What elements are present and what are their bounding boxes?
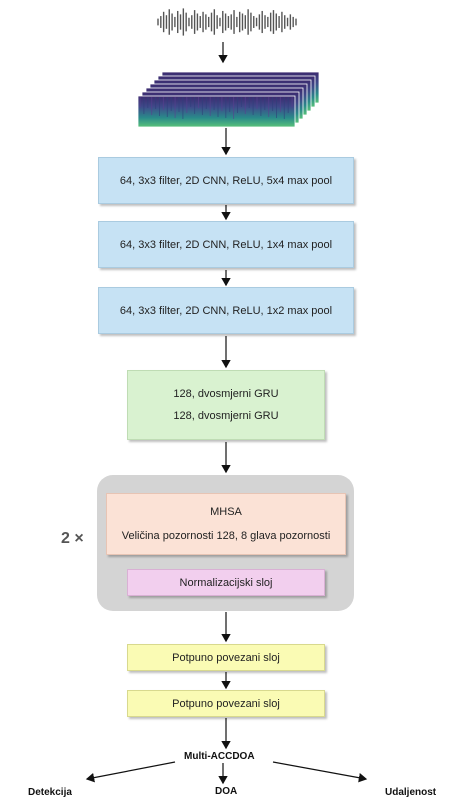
flow-arrows [85, 42, 368, 785]
repeat-count-label: 2 × [61, 530, 84, 547]
flow-arrow [272, 761, 368, 783]
fc-block-1: Potpuno povezani sloj [127, 644, 325, 671]
mhsa-detail: Veličina pozornosti 128, 8 glava pozorno… [121, 530, 331, 542]
mhsa-block: MHSA Veličina pozornosti 128, 8 glava po… [106, 493, 346, 555]
cnn-block-1: 64, 3x3 filter, 2D CNN, ReLU, 5x4 max po… [98, 157, 354, 204]
normalization-block: Normalizacijski sloj [127, 569, 325, 596]
cnn-block-1-label: 64, 3x3 filter, 2D CNN, ReLU, 5x4 max po… [119, 174, 333, 187]
cnn-block-3-label: 64, 3x3 filter, 2D CNN, ReLU, 1x2 max po… [119, 304, 333, 317]
spectrogram-stack-icon [137, 71, 320, 128]
distance-label: Udaljenost [385, 787, 437, 798]
gru-line-1: 128, dvosmjerni GRU [173, 388, 279, 400]
gru-block: 128, dvosmjerni GRU 128, dvosmjerni GRU [127, 370, 325, 440]
gru-line-2: 128, dvosmjerni GRU [173, 410, 279, 422]
multi-accdoa-label: Multi-ACCDOA [184, 751, 255, 762]
audio-waveform-icon [157, 8, 297, 36]
fc-block-2-label: Potpuno povezani sloj [172, 697, 280, 710]
detection-label: Detekcija [28, 787, 72, 798]
mhsa-title: MHSA [210, 506, 242, 518]
cnn-block-3: 64, 3x3 filter, 2D CNN, ReLU, 1x2 max po… [98, 287, 354, 334]
normalization-label: Normalizacijski sloj [179, 576, 273, 589]
fc-block-1-label: Potpuno povezani sloj [172, 651, 280, 664]
cnn-block-2-label: 64, 3x3 filter, 2D CNN, ReLU, 1x4 max po… [119, 238, 333, 251]
cnn-block-2: 64, 3x3 filter, 2D CNN, ReLU, 1x4 max po… [98, 221, 354, 268]
fc-block-2: Potpuno povezani sloj [127, 690, 325, 717]
flow-arrow [85, 761, 176, 783]
doa-label: DOA [215, 786, 238, 797]
